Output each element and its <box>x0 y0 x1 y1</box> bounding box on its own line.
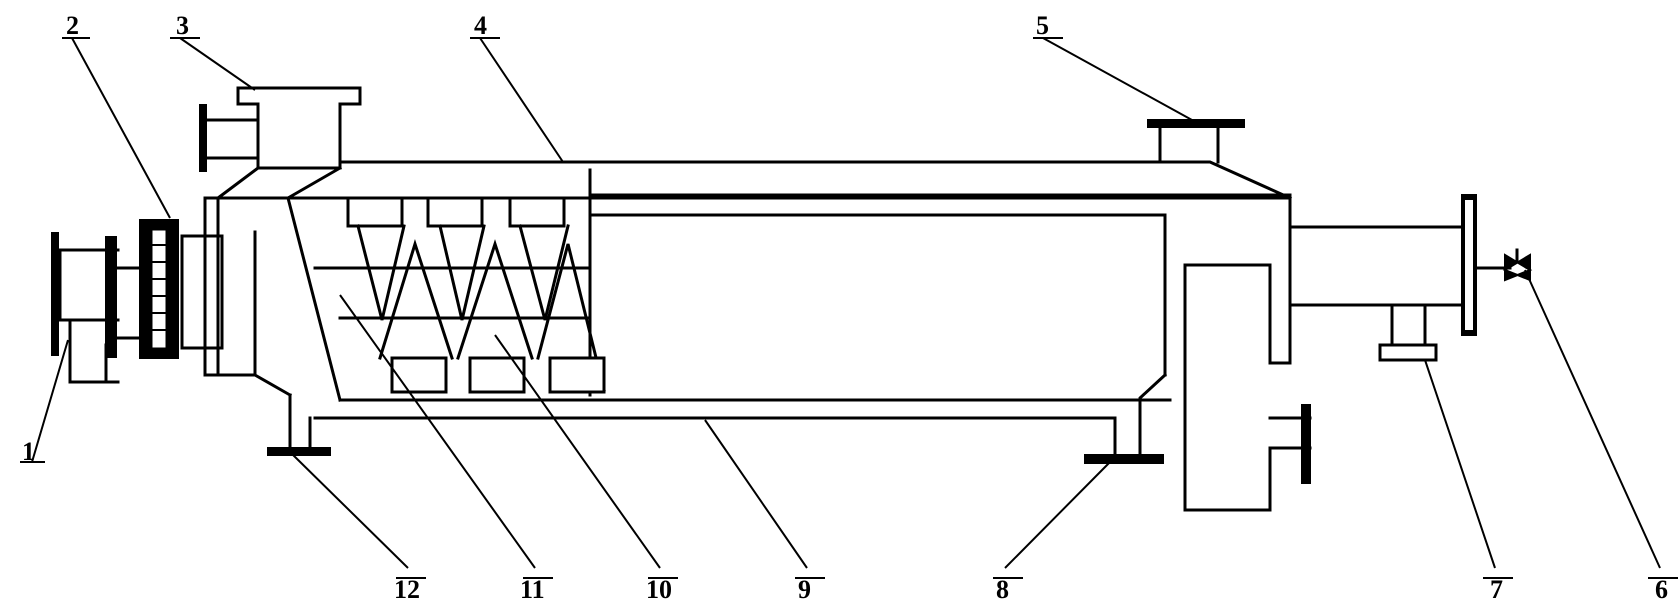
label-9: 9 <box>798 575 811 604</box>
main-shell <box>313 160 1292 420</box>
part-3-inlet-pipe <box>199 86 362 172</box>
left-end-housing <box>203 165 1292 402</box>
part-5-top-outlet <box>1147 119 1245 164</box>
label-2: 2 <box>66 11 79 40</box>
label-3: 3 <box>176 11 189 40</box>
label-6: 6 <box>1655 575 1668 604</box>
part-7-right-outlet <box>1288 194 1477 362</box>
part-12-foot <box>267 393 331 456</box>
right-support <box>1183 263 1312 512</box>
label-7: 7 <box>1490 575 1503 604</box>
leader-lines <box>20 37 1678 579</box>
part-10-cyclone-cones <box>346 196 606 394</box>
part-6-valve <box>1474 248 1533 282</box>
part-labels: 1 2 3 4 5 6 7 8 9 10 11 12 <box>22 11 1668 604</box>
label-11: 11 <box>520 575 545 604</box>
part-2-coupling <box>139 219 224 359</box>
label-4: 4 <box>474 11 487 40</box>
part-8-foot <box>1084 372 1168 464</box>
label-5: 5 <box>1036 11 1049 40</box>
label-1: 1 <box>22 437 35 466</box>
label-12: 12 <box>394 575 420 604</box>
part-1-motor-flange <box>51 232 144 384</box>
label-10: 10 <box>646 575 672 604</box>
label-8: 8 <box>996 575 1009 604</box>
